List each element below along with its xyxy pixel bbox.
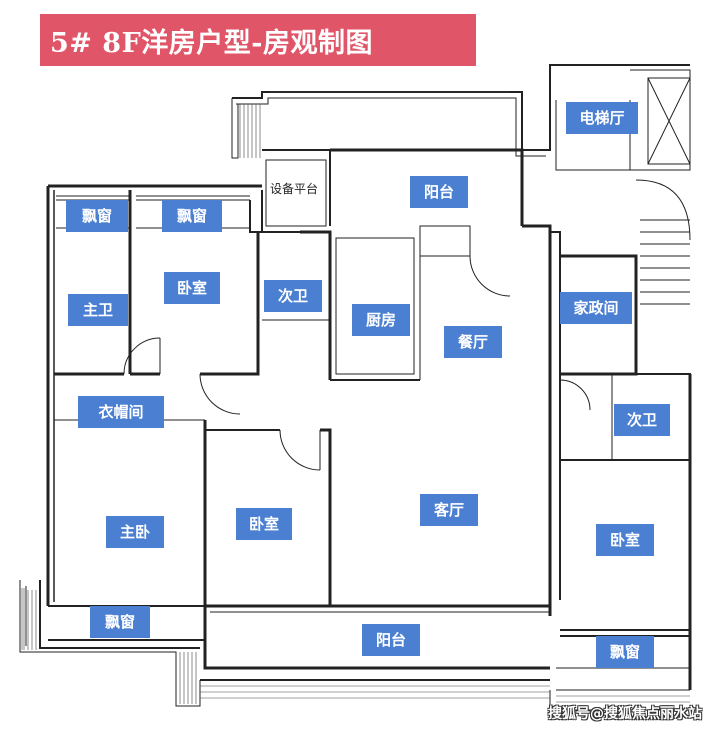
label-cloakroom: 衣帽间 — [78, 396, 164, 428]
label-master-bathroom: 主卫 — [68, 294, 128, 326]
label-balcony-bottom: 阳台 — [362, 624, 420, 656]
label-second-bathroom-1: 次卫 — [264, 280, 322, 312]
label-housekeeping-room: 家政间 — [560, 292, 632, 324]
label-balcony-top: 阳台 — [410, 176, 468, 208]
label-bedroom-2: 卧室 — [236, 508, 292, 540]
label-elevator-hall: 电梯厅 — [566, 102, 638, 134]
label-dining-room: 餐厅 — [444, 326, 502, 358]
label-bay-window-4: 飘窗 — [596, 636, 654, 668]
page-title: 5# 8F洋房户型-房观制图 — [50, 28, 373, 59]
label-living-room: 客厅 — [420, 494, 478, 526]
label-bedroom-1: 卧室 — [164, 272, 220, 304]
label-kitchen: 厨房 — [352, 304, 410, 336]
label-bay-window-1: 飘窗 — [66, 200, 128, 232]
label-bay-window-3: 飘窗 — [90, 606, 150, 638]
label-second-bathroom-2: 次卫 — [614, 404, 670, 436]
label-bay-window-2: 飘窗 — [162, 200, 222, 232]
label-bedroom-3: 卧室 — [596, 524, 654, 556]
watermark: 搜狐号@搜狐焦点丽水站 — [548, 706, 702, 722]
equipment-platform-text: 设备平台 — [270, 181, 318, 196]
title-banner: 5# 8F洋房户型-房观制图 — [40, 14, 476, 66]
label-master-bedroom: 主卧 — [106, 516, 164, 548]
